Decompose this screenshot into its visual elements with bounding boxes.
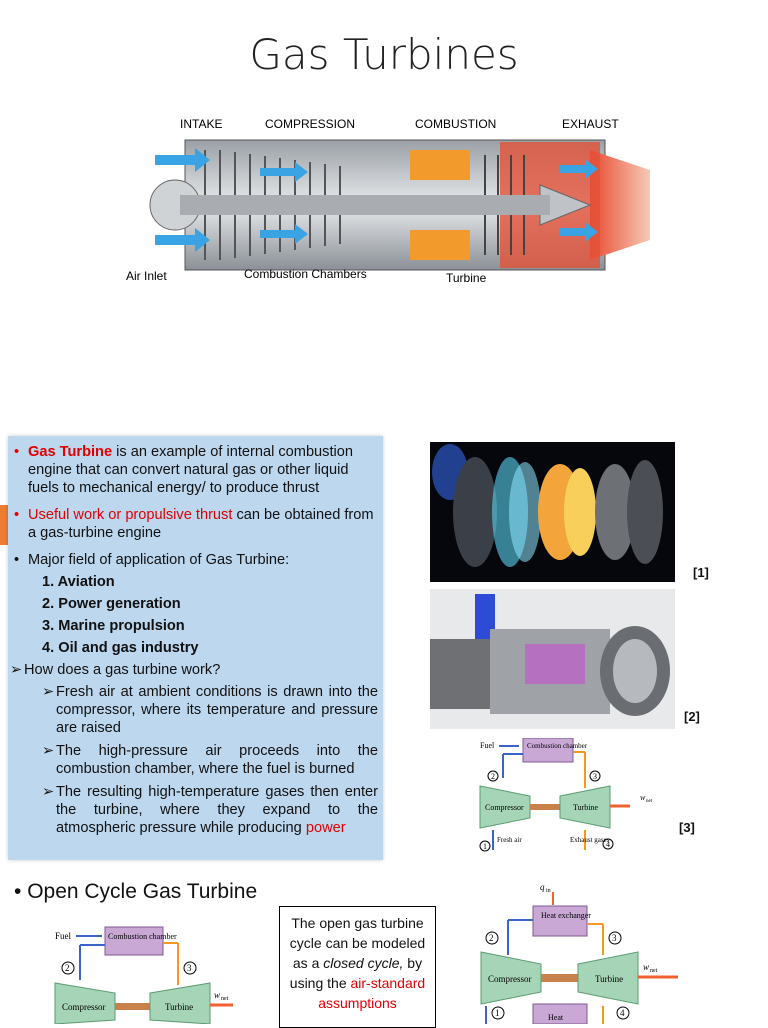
left-cycle-diagram: Fuel Combustion chamber 2 3 Compressor T… <box>54 926 233 1024</box>
open-cycle-diagram: Fuel Combustion chamber 2 3 Compressor T… <box>479 738 653 852</box>
turbine-photo-1 <box>430 442 675 582</box>
svg-text:3: 3 <box>593 772 597 781</box>
step-2: ➢ The high-pressure air proceeds into th… <box>42 743 378 777</box>
slide-accent-bar <box>0 505 8 545</box>
svg-text:Combustion chamber: Combustion chamber <box>527 742 588 750</box>
svg-text:net: net <box>646 799 653 804</box>
svg-text:net: net <box>650 968 658 974</box>
svg-text:Compressor: Compressor <box>485 803 524 812</box>
label-compression: COMPRESSION <box>265 117 355 131</box>
step-1: ➢ Fresh air at ambient conditions is dra… <box>42 684 378 736</box>
step-3: ➢ The resulting high-temperature gases t… <box>42 784 378 836</box>
field-4: 4. Oil and gas industry <box>42 640 199 656</box>
text-panel: • Gas Turbine is an example of internal … <box>8 436 383 860</box>
svg-text:in: in <box>546 888 551 894</box>
field-2: 2. Power generation <box>42 596 181 612</box>
ref-2: [2] <box>684 709 700 724</box>
label-intake: INTAKE <box>180 117 222 131</box>
open-cycle-heading: • Open Cycle Gas Turbine <box>14 880 258 903</box>
svg-text:Exhaust gases: Exhaust gases <box>570 836 610 844</box>
svg-text:3: 3 <box>612 933 617 943</box>
svg-text:Fresh air: Fresh air <box>497 836 522 844</box>
svg-text:Turbine: Turbine <box>165 1002 193 1012</box>
svg-text:Turbine: Turbine <box>573 803 598 812</box>
label-combustion: COMBUSTION <box>415 117 496 131</box>
label-combustion-chambers: Combustion Chambers <box>244 267 367 281</box>
svg-text:w: w <box>643 962 649 972</box>
bullet-1: • Gas Turbine is an example of internal … <box>14 444 354 496</box>
svg-text:2: 2 <box>491 772 495 781</box>
svg-text:net: net <box>221 996 229 1002</box>
label-air-inlet: Air Inlet <box>126 269 167 283</box>
svg-text:Compressor: Compressor <box>488 974 532 984</box>
field-1: 1. Aviation <box>42 574 115 590</box>
ref-3: [3] <box>679 820 695 835</box>
svg-text:1: 1 <box>495 1008 500 1018</box>
field-3: 3. Marine propulsion <box>42 618 185 634</box>
label-exhaust: EXHAUST <box>562 117 619 131</box>
svg-text:1: 1 <box>483 842 487 851</box>
svg-text:Fuel: Fuel <box>55 931 72 941</box>
svg-text:4: 4 <box>606 840 610 849</box>
bullet-2: • Useful work or propulsive thrust can b… <box>14 507 374 541</box>
svg-text:w: w <box>640 793 646 802</box>
svg-text:q: q <box>540 882 545 892</box>
svg-text:Heat: Heat <box>548 1013 564 1022</box>
slide-title: Gas Turbines <box>249 30 519 79</box>
svg-text:4: 4 <box>620 1008 625 1018</box>
label-turbine: Turbine <box>446 271 487 285</box>
question: ➢ How does a gas turbine work? <box>10 662 221 678</box>
right-cycle-diagram: q in Heat exchanger 2 3 Compressor Turbi… <box>480 882 678 1024</box>
svg-text:w: w <box>214 990 220 1000</box>
ref-1: [1] <box>693 565 709 580</box>
gas-turbine-term: Gas Turbine <box>28 444 113 460</box>
svg-text:Heat exchanger: Heat exchanger <box>541 911 591 920</box>
svg-text:2: 2 <box>489 933 494 943</box>
svg-text:2: 2 <box>65 963 70 973</box>
svg-text:3: 3 <box>187 963 192 973</box>
svg-text:Turbine: Turbine <box>595 974 623 984</box>
turbine-photo-2 <box>430 589 675 729</box>
jet-engine-illustration: INTAKE COMPRESSION COMBUSTION EXHAUST Ai… <box>126 117 650 285</box>
svg-text:Combustion chamber: Combustion chamber <box>108 932 177 941</box>
closed-cycle-note: The open gas turbine cycle can be modele… <box>279 906 436 1028</box>
slide-gas-turbines: Gas Turbines <box>0 0 768 430</box>
bullet-3: • Major field of application of Gas Turb… <box>14 552 290 568</box>
svg-text:Fuel: Fuel <box>480 741 495 750</box>
svg-text:Compressor: Compressor <box>62 1002 106 1012</box>
